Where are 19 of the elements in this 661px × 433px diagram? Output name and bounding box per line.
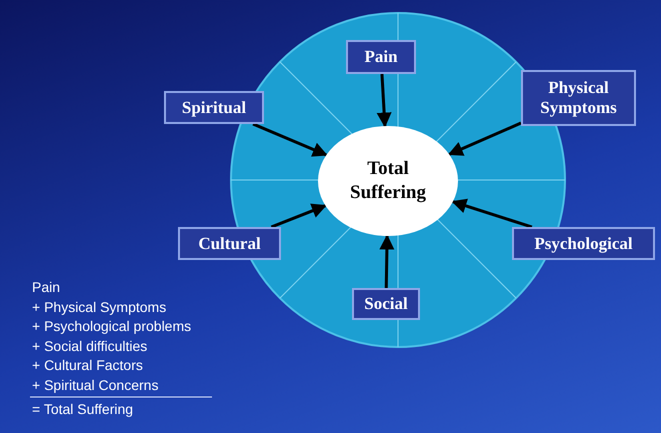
arrow: [451, 198, 532, 228]
formula-line: + Physical Symptoms: [32, 298, 166, 314]
factor-box: Social: [352, 288, 420, 320]
arrow: [270, 204, 327, 228]
arrow: [252, 122, 328, 157]
formula-line: Pain: [32, 279, 60, 295]
arrow: [379, 234, 394, 288]
factor-box: Physical Symptoms: [521, 70, 636, 126]
formula-line: = Total Suffering: [32, 401, 134, 417]
factor-box: Spiritual: [164, 91, 264, 124]
formula-line: + Psychological problems: [32, 318, 192, 334]
formula-line: + Social difficulties: [32, 338, 148, 354]
factor-box: Pain: [346, 40, 416, 74]
factor-box: Psychological: [512, 227, 655, 260]
arrow: [448, 122, 522, 156]
formula-line: + Cultural Factors: [32, 357, 143, 373]
arrow: [376, 74, 392, 128]
factor-box: Cultural: [178, 227, 281, 260]
formula-line: + Spiritual Concerns: [32, 376, 158, 392]
